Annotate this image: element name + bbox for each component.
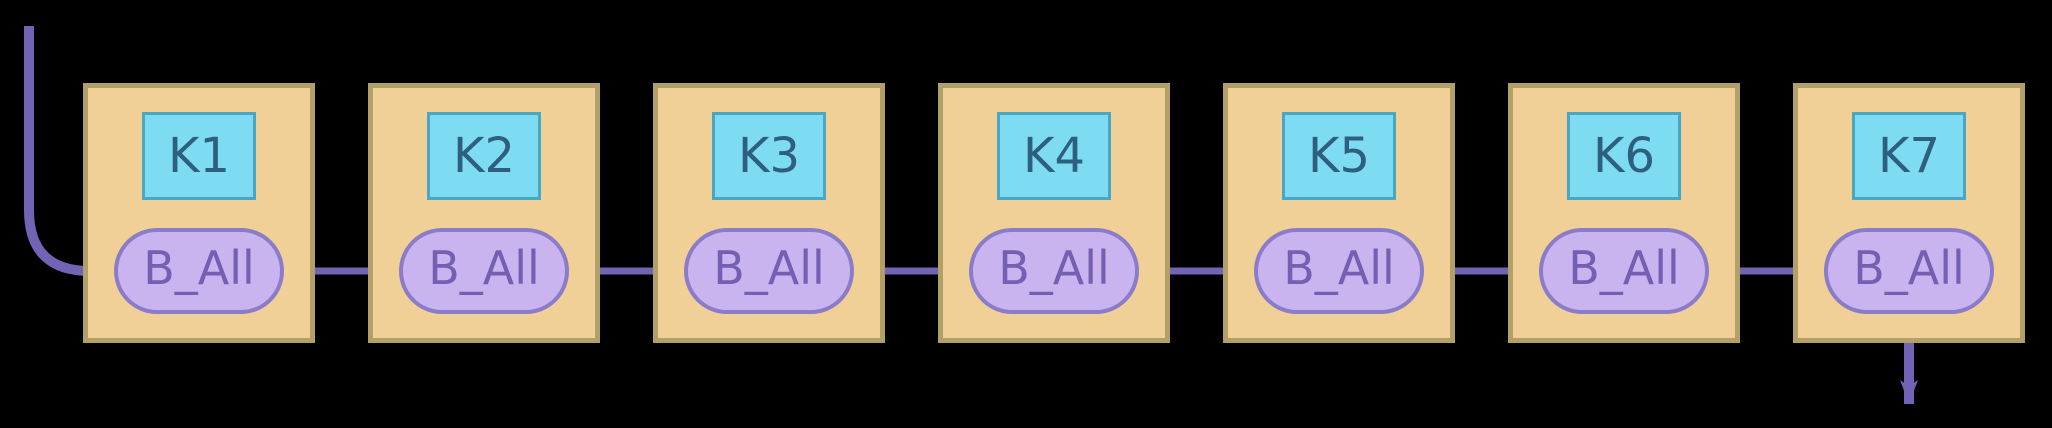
bucket-pill-k3: B_All: [684, 228, 854, 314]
key-box-k5: K5: [1282, 112, 1396, 200]
bucket-pill-k4: B_All: [969, 228, 1139, 314]
key-box-k3: K3: [712, 112, 826, 200]
bucket-pill-k1: B_All: [114, 228, 284, 314]
cell-k3: K3 B_All: [653, 83, 885, 343]
cell-k7: K7 B_All: [1793, 83, 2025, 343]
key-label: K1: [167, 128, 230, 184]
key-box-k7: K7: [1852, 112, 1966, 200]
bucket-pill-k5: B_All: [1254, 228, 1424, 314]
key-box-k2: K2: [427, 112, 541, 200]
cell-k1: K1 B_All: [83, 83, 315, 343]
key-box-k4: K4: [997, 112, 1111, 200]
cell-k4: K4 B_All: [938, 83, 1170, 343]
key-label: K5: [1307, 128, 1370, 184]
bucket-label: B_All: [1283, 241, 1395, 295]
key-label: K3: [737, 128, 800, 184]
bucket-pill-k6: B_All: [1539, 228, 1709, 314]
key-label: K4: [1022, 128, 1085, 184]
bucket-label: B_All: [1568, 241, 1680, 295]
key-box-k6: K6: [1567, 112, 1681, 200]
bucket-label: B_All: [143, 241, 255, 295]
bucket-label: B_All: [998, 241, 1110, 295]
cell-k5: K5 B_All: [1223, 83, 1455, 343]
key-label: K6: [1592, 128, 1655, 184]
key-box-k1: K1: [142, 112, 256, 200]
bucket-label: B_All: [1853, 241, 1965, 295]
key-label: K2: [452, 128, 515, 184]
bucket-pill-k7: B_All: [1824, 228, 1994, 314]
cell-k6: K6 B_All: [1508, 83, 1740, 343]
bucket-label: B_All: [713, 241, 825, 295]
key-label: K7: [1877, 128, 1940, 184]
bucket-pill-k2: B_All: [399, 228, 569, 314]
bucket-label: B_All: [428, 241, 540, 295]
cell-k2: K2 B_All: [368, 83, 600, 343]
